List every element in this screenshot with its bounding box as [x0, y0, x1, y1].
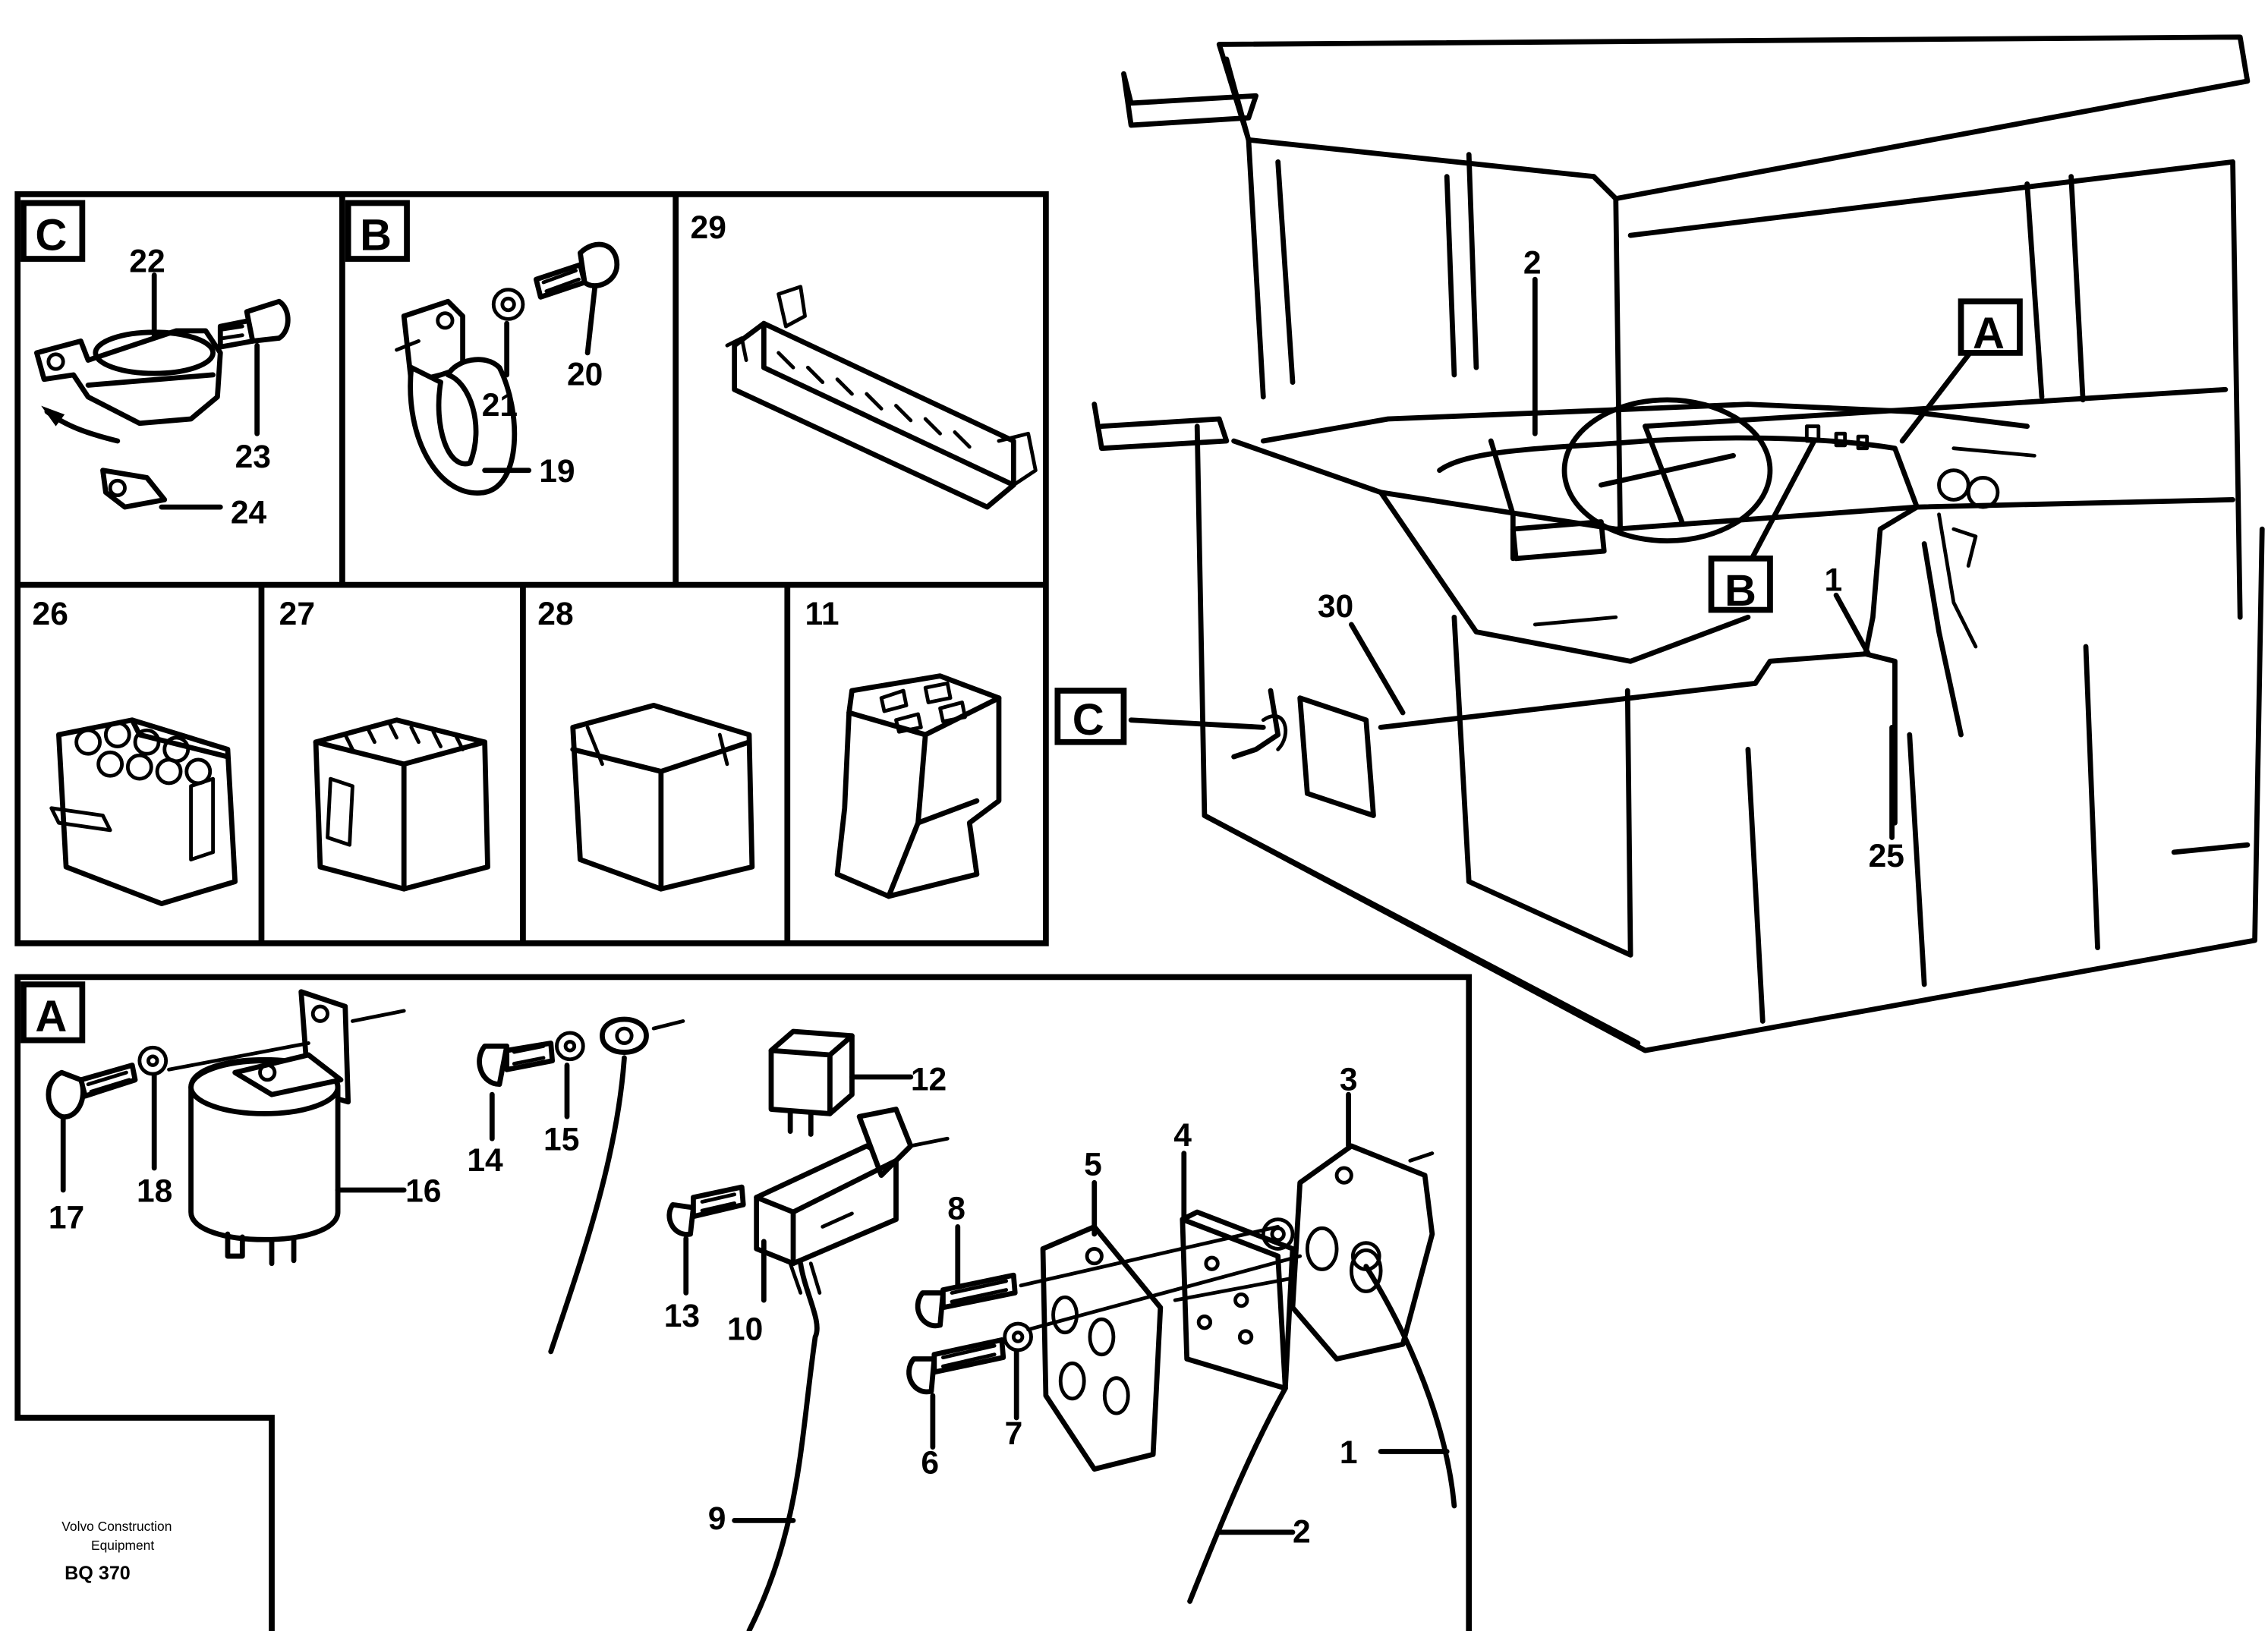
- panel-28-label: 28: [537, 596, 573, 632]
- connector-11-illustration: [834, 673, 1002, 899]
- cab-label-a: A: [1973, 309, 2005, 358]
- callout-24: 24: [231, 494, 267, 531]
- callout-15: 15: [543, 1122, 579, 1158]
- callout-25: 25: [1869, 838, 1904, 874]
- terminal-block-29-illustration: [725, 285, 1038, 510]
- panel-c-tag-box: [20, 200, 86, 262]
- callout-21: 21: [482, 387, 518, 423]
- panel-a-tag: A: [35, 992, 67, 1041]
- panel-b-tag-box: [345, 200, 410, 262]
- panel-a-frame: [14, 974, 1473, 1631]
- relay-socket-10-illustration: [666, 1107, 950, 1631]
- relay-12-illustration: [768, 1028, 914, 1137]
- clamp-22-illustration: [33, 272, 291, 510]
- callout-13: 13: [664, 1298, 700, 1334]
- callout-22: 22: [129, 243, 165, 279]
- cab-illustration: [1091, 34, 2265, 1053]
- callout-10: 10: [727, 1311, 763, 1347]
- detail-grid: [14, 191, 1049, 946]
- ground-cable-illustration: [477, 1016, 685, 1355]
- callout-18: 18: [137, 1173, 172, 1209]
- callout-2-detail: 2: [1293, 1513, 1311, 1550]
- panel-11-label: 11: [805, 596, 839, 632]
- callout-16: 16: [405, 1173, 441, 1209]
- flasher-unit-16-illustration: [46, 989, 407, 1267]
- callout-5: 5: [1084, 1147, 1102, 1183]
- callout-17: 17: [49, 1199, 84, 1236]
- cab-label-c: C: [1073, 695, 1104, 745]
- footer-drawing-code: BQ 370: [65, 1563, 131, 1584]
- footer-company-line1: Volvo Construction: [61, 1519, 172, 1534]
- callout-2-cab: 2: [1523, 244, 1542, 281]
- cab-leaders: [1128, 276, 1979, 840]
- callout-1-cab: 1: [1825, 562, 1843, 598]
- callout-9: 9: [708, 1500, 726, 1537]
- panel-27-label: 27: [279, 596, 315, 632]
- callout-20: 20: [567, 356, 603, 392]
- callout-8: 8: [947, 1191, 965, 1227]
- cab-label-b-box: [1708, 555, 1773, 613]
- cab-label-c-box: [1054, 688, 1127, 745]
- connector-28-illustration: [570, 702, 755, 892]
- plate-assembly-illustration: [906, 1091, 1457, 1604]
- callout-12: 12: [911, 1061, 947, 1097]
- callout-19: 19: [539, 453, 575, 490]
- cab-label-a-box: [1958, 298, 2023, 356]
- cab-label-b: B: [1725, 566, 1756, 616]
- panel-c-tag: C: [35, 210, 67, 260]
- callout-4: 4: [1173, 1117, 1192, 1154]
- callout-23: 23: [235, 439, 271, 475]
- panel-29-label: 29: [691, 209, 726, 246]
- callout-7: 7: [1005, 1415, 1023, 1452]
- connector-26-illustration: [49, 717, 238, 907]
- panel-a-tag-box: [20, 981, 86, 1044]
- callout-14: 14: [467, 1142, 503, 1179]
- callout-6: 6: [921, 1444, 939, 1481]
- panel-b-tag: B: [360, 210, 392, 260]
- callout-3: 3: [1340, 1061, 1358, 1097]
- panel-26-label: 26: [33, 596, 68, 632]
- clip-19-illustration: [395, 241, 620, 496]
- callout-1-detail: 1: [1340, 1434, 1358, 1471]
- connector-27-illustration: [313, 717, 490, 892]
- footer-company-line2: Equipment: [91, 1538, 154, 1553]
- callout-30: 30: [1318, 588, 1353, 625]
